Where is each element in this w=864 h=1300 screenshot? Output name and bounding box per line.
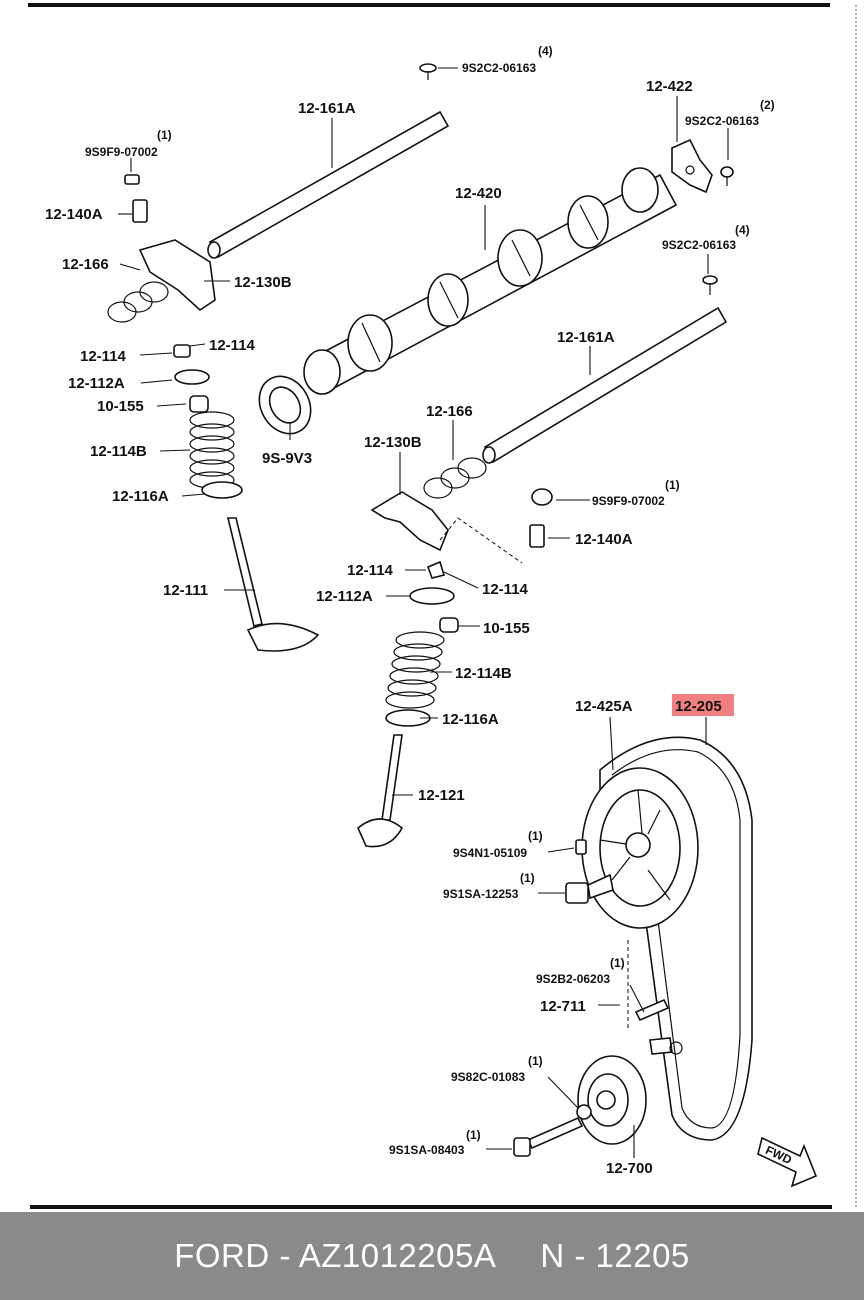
label-keeper-left-b: 12-114 bbox=[209, 337, 256, 354]
valve-stack-right-drawing bbox=[357, 457, 553, 848]
label-bracket-screw: 9S2C2-06163 bbox=[685, 114, 759, 128]
label-pulley: 12-425A bbox=[575, 698, 633, 715]
label-pulley-bolt: 9S1SA-12253 bbox=[443, 887, 519, 901]
label-seal-left: 10-155 bbox=[97, 398, 144, 415]
label-spring-left: 12-166 bbox=[62, 256, 109, 273]
highlight-box bbox=[672, 694, 734, 716]
qty-nut-left: (1) bbox=[157, 128, 172, 142]
qty-tensioner-bolt: (1) bbox=[466, 1128, 481, 1142]
label-adj-screw-right: 12-140A bbox=[575, 531, 633, 548]
footer-bar: FORD - AZ1012205A N - 12205 bbox=[0, 1212, 864, 1300]
qty-bracket-screw: (2) bbox=[760, 98, 775, 112]
qty-tensioner-bolt-small: (1) bbox=[610, 956, 625, 970]
label-washer: 9S82C-01083 bbox=[451, 1070, 525, 1084]
parts-diagram: FWD bbox=[28, 3, 857, 1209]
bracket-drawing bbox=[671, 138, 734, 194]
label-belt: 12-205 bbox=[675, 698, 722, 715]
leader-lines bbox=[118, 67, 729, 1158]
qty-washer: (1) bbox=[528, 1054, 543, 1068]
qty-screw-right: (4) bbox=[735, 223, 750, 237]
label-intake-valve: 12-111 bbox=[163, 582, 208, 599]
label-camshaft: 12-420 bbox=[455, 185, 502, 202]
label-screw-right: 9S2C2-06163 bbox=[662, 238, 736, 252]
label-screw-top: 9S2C2-06163 bbox=[462, 61, 536, 75]
qty-pin: (1) bbox=[528, 829, 543, 843]
fwd-arrow: FWD bbox=[757, 1136, 818, 1188]
label-rocker-right: 12-130B bbox=[364, 434, 422, 451]
label-exhaust-valve: 12-121 bbox=[418, 787, 465, 804]
label-rocker-left: 12-130B bbox=[234, 274, 292, 291]
qty-pulley-bolt: (1) bbox=[520, 871, 535, 885]
label-retainer-right: 12-112A bbox=[316, 588, 373, 605]
camshaft-drawing bbox=[303, 167, 678, 395]
screw-top-drawing bbox=[419, 63, 437, 80]
label-tensioner-bolt-small: 9S2B2-06203 bbox=[536, 972, 610, 986]
qty-screw-top: (4) bbox=[538, 44, 553, 58]
qty-nut-right: (1) bbox=[665, 478, 680, 492]
label-keeper-left-a: 12-114 bbox=[80, 348, 127, 365]
label-seal-right: 10-155 bbox=[483, 620, 530, 637]
cam-pulley-drawing bbox=[581, 767, 699, 929]
label-pin: 9S4N1-05109 bbox=[453, 846, 527, 860]
label-spring-seat-left: 12-116A bbox=[112, 488, 169, 505]
label-tensioner: 12-700 bbox=[606, 1160, 653, 1177]
label-oil-seal: 9S-9V3 bbox=[262, 450, 312, 467]
footer-ref: N - 12205 bbox=[540, 1237, 690, 1274]
label-spring-right: 12-166 bbox=[426, 403, 473, 420]
rocker-shaft-left-drawing bbox=[207, 110, 450, 259]
rocker-shaft-right-drawing bbox=[482, 306, 728, 464]
label-shaft-left: 12-161A bbox=[298, 100, 356, 117]
label-adj-screw-left: 12-140A bbox=[45, 206, 103, 223]
pulley-fasteners-drawing bbox=[565, 839, 614, 904]
label-nut-right: 9S9F9-07002 bbox=[592, 494, 665, 508]
label-keeper-right-b: 12-114 bbox=[482, 581, 529, 598]
oil-seal-drawing bbox=[258, 375, 312, 435]
label-keeper-right-a: 12-114 bbox=[347, 562, 394, 579]
label-tensioner-bolt: 9S1SA-08403 bbox=[389, 1143, 465, 1157]
label-tensioner-spring: 12-711 bbox=[540, 998, 586, 1015]
screw-right-drawing bbox=[702, 275, 718, 295]
label-valve-spring-right: 12-114B bbox=[455, 665, 512, 682]
label-shaft-right: 12-161A bbox=[557, 329, 615, 346]
label-nut-left: 9S9F9-07002 bbox=[85, 145, 158, 159]
label-spring-seat-right: 12-116A bbox=[442, 711, 499, 728]
label-valve-spring-left: 12-114B bbox=[90, 443, 147, 460]
tensioner-drawing bbox=[513, 998, 683, 1157]
label-bracket: 12-422 bbox=[646, 78, 693, 95]
label-retainer-left: 12-112A bbox=[68, 375, 125, 392]
footer-brand-part: FORD - AZ1012205A bbox=[174, 1237, 497, 1274]
valve-stack-left-drawing bbox=[107, 174, 320, 652]
